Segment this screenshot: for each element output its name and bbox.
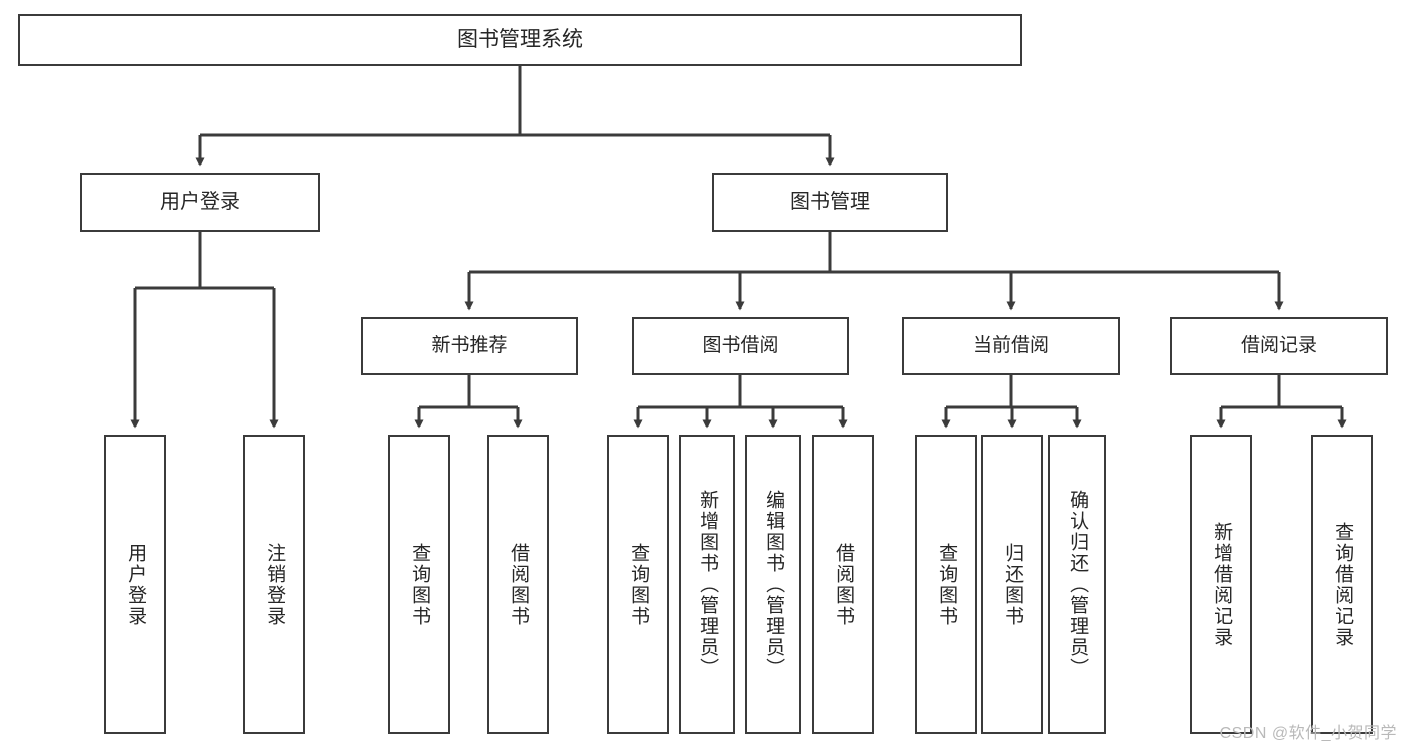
leaf-confirm-return[interactable]: 确认归还（管理员） bbox=[1048, 435, 1106, 734]
leaf-user-login-label: 用户登录 bbox=[125, 542, 147, 627]
leaf-logout[interactable]: 注销登录 bbox=[243, 435, 305, 734]
leaf-logout-label: 注销登录 bbox=[264, 542, 286, 627]
leaf-user-login[interactable]: 用户登录 bbox=[104, 435, 166, 734]
leaf-query-book-1[interactable]: 查询图书 bbox=[388, 435, 450, 734]
leaf-edit-book-label: 编辑图书（管理员） bbox=[763, 490, 785, 679]
node-book-manage-label: 图书管理 bbox=[790, 190, 870, 213]
leaf-query-book-2[interactable]: 查询图书 bbox=[607, 435, 669, 734]
node-new-book-recommend-label: 新书推荐 bbox=[431, 334, 508, 356]
leaf-add-book-label: 新增图书（管理员） bbox=[697, 490, 719, 679]
leaf-return-book[interactable]: 归还图书 bbox=[981, 435, 1043, 734]
node-current-borrow[interactable]: 当前借阅 bbox=[902, 317, 1120, 375]
csdn-watermark: CSDN @软件_小贺同学 bbox=[1219, 725, 1397, 742]
node-new-book-recommend[interactable]: 新书推荐 bbox=[361, 317, 578, 375]
leaf-confirm-return-label: 确认归还（管理员） bbox=[1067, 490, 1089, 679]
node-borrow-record[interactable]: 借阅记录 bbox=[1170, 317, 1388, 375]
leaf-borrow-book-1-label: 借阅图书 bbox=[508, 542, 530, 627]
leaf-add-borrow-record-label: 新增借阅记录 bbox=[1211, 521, 1233, 648]
node-borrow-record-label: 借阅记录 bbox=[1240, 334, 1317, 356]
leaf-edit-book[interactable]: 编辑图书（管理员） bbox=[745, 435, 801, 734]
leaf-query-borrow-record-label: 查询借阅记录 bbox=[1332, 521, 1354, 648]
leaf-borrow-book-1[interactable]: 借阅图书 bbox=[487, 435, 549, 734]
node-book-manage[interactable]: 图书管理 bbox=[712, 173, 948, 232]
leaf-borrow-book-2-label: 借阅图书 bbox=[833, 542, 855, 627]
node-current-borrow-label: 当前借阅 bbox=[972, 334, 1049, 356]
leaf-add-book[interactable]: 新增图书（管理员） bbox=[679, 435, 735, 734]
leaf-query-book-1-label: 查询图书 bbox=[409, 542, 431, 627]
node-root[interactable]: 图书管理系统 bbox=[18, 14, 1022, 66]
node-user-login-label: 用户登录 bbox=[160, 190, 240, 213]
leaf-query-book-2-label: 查询图书 bbox=[628, 542, 650, 627]
leaf-query-book-3[interactable]: 查询图书 bbox=[915, 435, 977, 734]
leaf-query-borrow-record[interactable]: 查询借阅记录 bbox=[1311, 435, 1373, 734]
leaf-query-book-3-label: 查询图书 bbox=[936, 542, 958, 627]
node-user-login[interactable]: 用户登录 bbox=[80, 173, 320, 232]
node-root-label: 图书管理系统 bbox=[457, 27, 583, 51]
node-book-borrow[interactable]: 图书借阅 bbox=[632, 317, 849, 375]
leaf-return-book-label: 归还图书 bbox=[1002, 542, 1024, 627]
node-book-borrow-label: 图书借阅 bbox=[702, 334, 779, 356]
leaf-add-borrow-record[interactable]: 新增借阅记录 bbox=[1190, 435, 1252, 734]
leaf-borrow-book-2[interactable]: 借阅图书 bbox=[812, 435, 874, 734]
